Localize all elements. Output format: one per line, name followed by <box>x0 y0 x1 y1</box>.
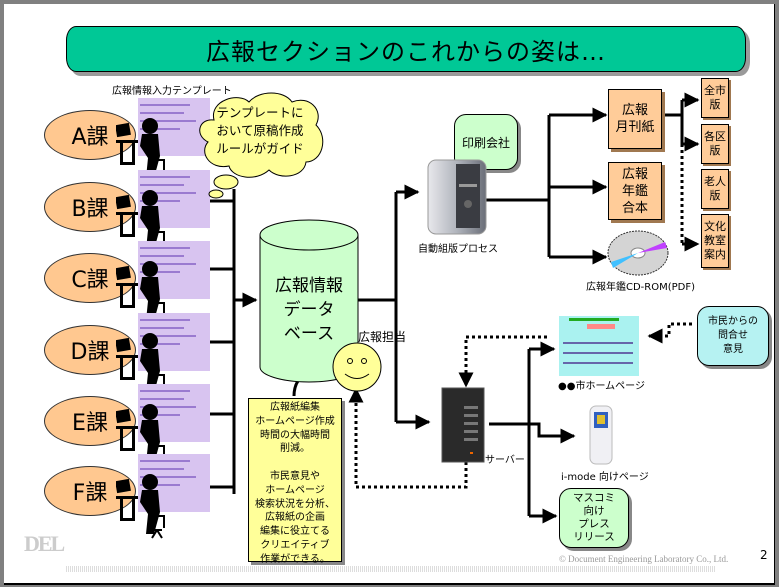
box-line: 市民からの <box>708 316 758 327</box>
note-line: クリエイティブ <box>260 539 330 551</box>
box-line: 老人 <box>704 175 726 188</box>
smiley-face-icon <box>332 342 382 392</box>
slide: 広報セクションのこれからの姿は… 広報情報入力テンプレート A課 <box>4 4 775 585</box>
box-line: 版 <box>709 98 721 111</box>
person-at-computer-icon <box>116 333 165 398</box>
press-release-box: マスコミ向けプレスリリース <box>559 488 629 548</box>
note-line: 時間の大幅時間 <box>260 429 330 441</box>
note-line: 市民意見や <box>270 470 320 482</box>
cloud-text: テンプレートに おいて原稿作成 ルールがガイド <box>208 104 312 158</box>
department-label: B課 <box>71 197 109 222</box>
pr-staff-label: 広報担当 <box>358 330 407 344</box>
note-line: ホームページ <box>265 484 325 496</box>
box-line: 合本 <box>621 200 648 216</box>
note-line: 削減。 <box>280 443 310 455</box>
box-line: 意見 <box>723 344 743 355</box>
edition-all-city: 全市版 <box>701 78 729 118</box>
box-line: プレス <box>578 518 610 530</box>
cloud-shape <box>199 92 324 199</box>
note-line: 広報紙の企画 <box>265 512 325 524</box>
guide-callout: テンプレートに おいて原稿作成 ルールがガイド <box>194 90 324 199</box>
connector-layer <box>209 92 700 524</box>
mobile-phone-icon <box>589 405 613 465</box>
homepage-label: ●●市ホームページ <box>558 381 645 392</box>
box-line: 年鑑 <box>621 183 648 199</box>
copyright: © Document Engineering Laboratory Co., L… <box>559 554 729 564</box>
box-line: 各区 <box>704 130 726 143</box>
edition-senior: 老人版 <box>701 169 729 209</box>
box-line: 月刊紙 <box>615 120 655 135</box>
auto-typeset-label: 自動組版プロセス <box>418 244 498 255</box>
slide-title: 広報セクションのこれからの姿は… <box>206 37 606 66</box>
del-logo: DEL <box>24 531 65 556</box>
box-line: 文化 <box>704 220 726 233</box>
benefits-note: 広報紙編集ホームページ作成時間の大幅時間削減。市民意見やホームページ検索状況を分… <box>248 398 342 565</box>
edition-ward: 各区版 <box>701 124 729 164</box>
print-company-label: 印刷会社 <box>461 135 510 150</box>
database-line: データ <box>283 300 335 320</box>
homepage-screenshot <box>559 316 639 376</box>
box-line: 問合せ <box>718 330 748 341</box>
edition-culture-class: 文化教室案内 <box>701 214 729 268</box>
cd-rom-label: 広報年鑑CD-ROM(PDF) <box>586 282 696 293</box>
department-label: F課 <box>72 481 108 506</box>
box-line: 案内 <box>704 248 726 261</box>
note-line <box>249 456 341 470</box>
database-line: 広報情報 <box>275 276 343 296</box>
server-label: サーバー <box>485 455 525 466</box>
box-line: 広報 <box>621 166 648 182</box>
box-line: マスコミ <box>573 492 615 504</box>
note-line: 編集に役立てる <box>260 526 330 538</box>
department-label: A課 <box>71 125 109 150</box>
person-at-computer-icon <box>116 261 165 326</box>
note-line: 作業ができる。 <box>260 553 330 565</box>
database-line: ベース <box>283 324 335 344</box>
person-at-computer-icon <box>116 118 165 183</box>
cloud-line: テンプレートに <box>216 105 304 120</box>
citizen-inquiry-box: 市民からの問合せ意見 <box>697 306 769 366</box>
note-line: ホームページ作成 <box>255 415 335 427</box>
cd-rom-icon <box>607 230 669 276</box>
pr-database: 広報情報 データ ベース <box>259 219 359 384</box>
server-icon <box>441 387 485 463</box>
box-line: 全市 <box>704 84 726 97</box>
database-label: 広報情報 データ ベース <box>259 274 359 346</box>
imode-label: i-mode 向けページ <box>561 472 649 483</box>
box-line: リリース <box>573 531 615 543</box>
box-line: 教室 <box>704 234 726 247</box>
yearbook-box: 広報年鑑合本 <box>608 162 662 220</box>
template-label: 広報情報入力テンプレート <box>112 86 232 97</box>
note-line: 広報紙編集 <box>270 402 320 413</box>
department-label: E課 <box>72 411 108 436</box>
box-line: 版 <box>709 189 721 202</box>
page-number: 2 <box>760 548 768 562</box>
title-banner: 広報セクションのこれからの姿は… <box>66 26 746 72</box>
box-line: 向け <box>583 505 605 517</box>
person-at-computer-icon <box>116 474 165 539</box>
computer-tower-icon <box>427 159 487 235</box>
footer-rule <box>66 566 716 572</box>
department-label: D課 <box>70 340 110 365</box>
note-line: 検索状況を分析、 <box>255 498 335 510</box>
person-at-computer-icon <box>116 190 165 255</box>
cloud-line: おいて原稿作成 <box>216 123 304 138</box>
box-line: 版 <box>709 144 721 157</box>
person-at-computer-icon <box>116 404 165 469</box>
monthly-paper-box: 広報月刊紙 <box>608 89 662 149</box>
cloud-line: ルールがガイド <box>216 141 304 156</box>
box-line: 広報 <box>621 103 648 118</box>
department-label: C課 <box>71 268 109 293</box>
